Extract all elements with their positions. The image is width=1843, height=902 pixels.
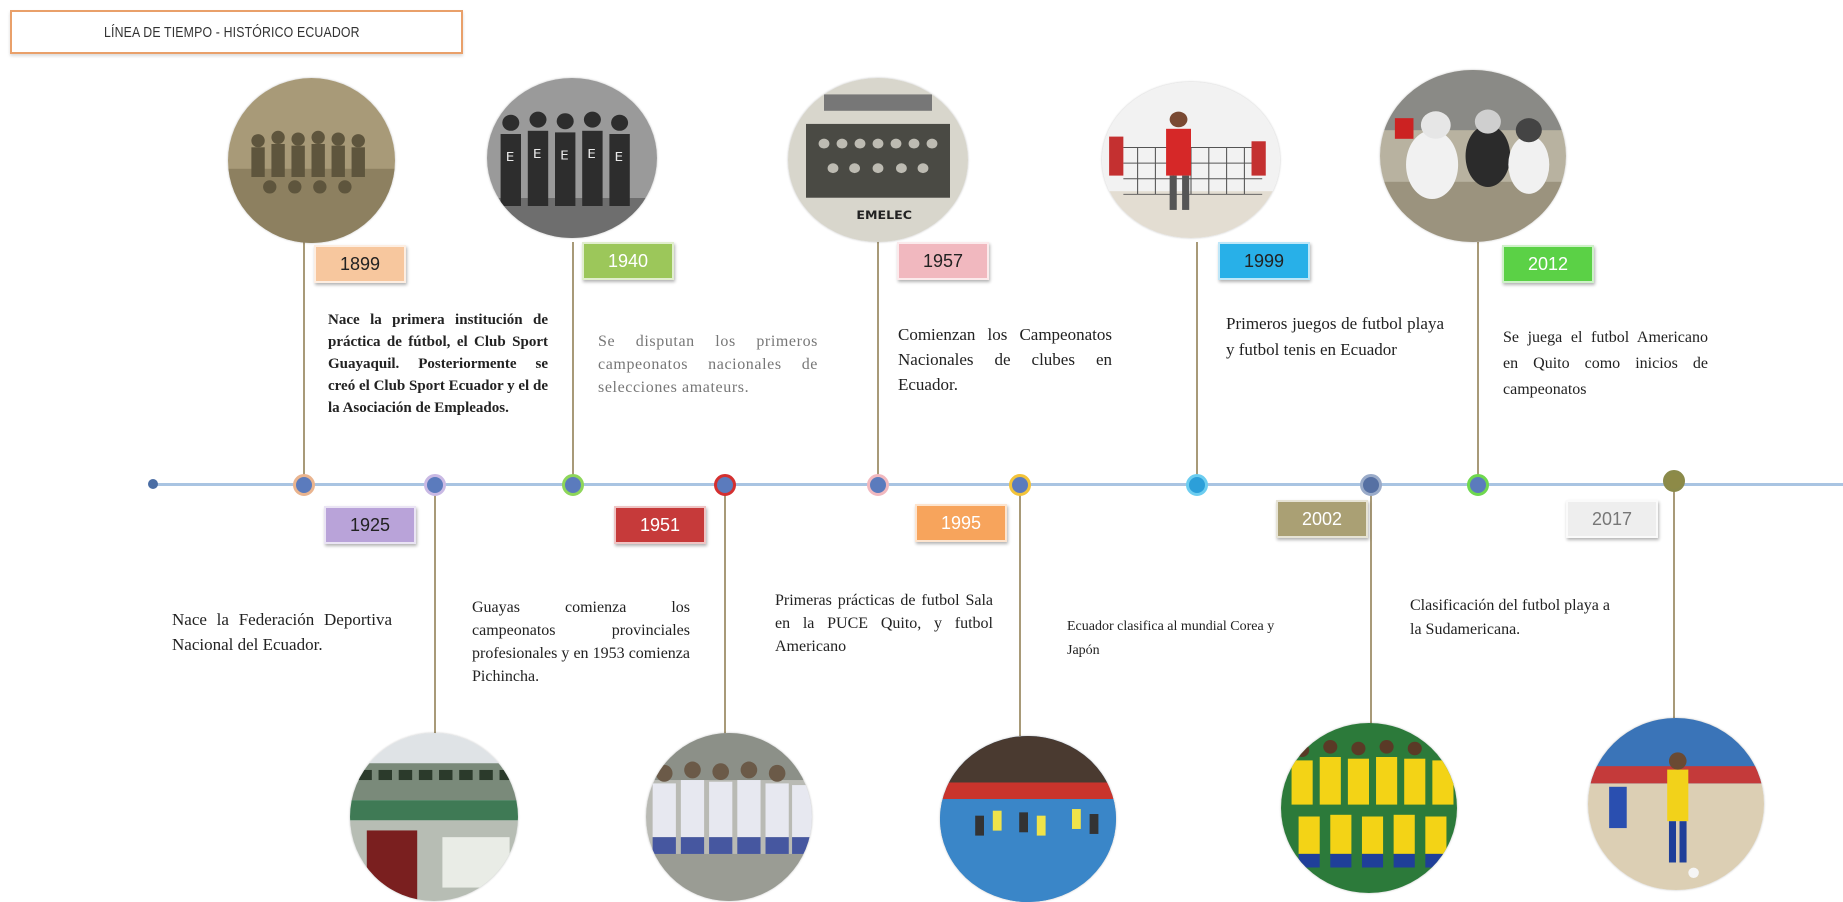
world-cup-team-photo — [1281, 723, 1457, 893]
event-text-2002: Ecuador clasifica al mundial Corea y Jap… — [1067, 619, 1275, 658]
stem-2012 — [1477, 242, 1479, 482]
year-label-1999: 1999 — [1218, 242, 1310, 280]
node-2017 — [1663, 470, 1685, 492]
footvolley-photo — [1102, 82, 1280, 238]
timeline-axis — [150, 483, 1843, 486]
event-text-2017: Clasificación del futbol playa a la Suda… — [1410, 597, 1610, 638]
stadium-building-photo — [350, 733, 518, 901]
stem-1940 — [572, 242, 574, 482]
node-2002 — [1360, 474, 1382, 496]
stem-1995 — [1019, 488, 1021, 736]
svg-text:E: E — [615, 151, 624, 166]
stem-2002 — [1370, 488, 1372, 728]
american-football-photo — [1380, 70, 1566, 242]
event-text-1951: Guayas comienza los campeonatos provinci… — [472, 599, 690, 685]
node-1925 — [424, 474, 446, 496]
event-text-1925: Nace la Federación Deportiva Nacional de… — [172, 610, 392, 654]
stem-1951 — [724, 488, 726, 736]
svg-text:E: E — [533, 147, 542, 162]
event-text-1995: Primeras prácticas de futbol Sala en la … — [775, 592, 993, 655]
emelec-newspaper-photo: EMELEC — [788, 78, 968, 242]
stem-1957 — [877, 242, 879, 482]
year-label-1940: 1940 — [582, 242, 674, 280]
year-label-1957: 1957 — [897, 242, 989, 280]
node-1999 — [1186, 474, 1208, 496]
event-text-1940: Se disputan los primeros campeonatos nac… — [598, 333, 818, 396]
svg-text:E: E — [506, 151, 515, 166]
vintage-squad-photo — [646, 733, 812, 901]
year-label-1995: 1995 — [915, 504, 1007, 542]
node-1995 — [1009, 474, 1031, 496]
stem-1899 — [303, 242, 305, 482]
stem-2017 — [1673, 488, 1675, 724]
event-text-1957: Comienzan los Campeonatos Nacionales de … — [898, 325, 1112, 394]
vintage-team-photo — [228, 78, 395, 243]
beach-soccer-photo — [1588, 718, 1764, 890]
year-label-2012: 2012 — [1502, 245, 1594, 283]
year-label-1899: 1899 — [314, 245, 406, 283]
node-1899 — [293, 474, 315, 496]
event-text-1999: Primeros juegos de futbol playa y futbol… — [1226, 314, 1444, 359]
futsal-match-photo — [940, 736, 1116, 902]
svg-text:EMELEC: EMELEC — [856, 209, 912, 222]
node-1940 — [562, 474, 584, 496]
timeline-title: LÍNEA DE TIEMPO - HISTÓRICO ECUADOR — [104, 24, 360, 41]
node-1951 — [714, 474, 736, 496]
year-label-2002: 2002 — [1276, 500, 1368, 538]
year-label-2017: 2017 — [1566, 500, 1658, 538]
stem-1925 — [434, 488, 436, 736]
node-2012 — [1467, 474, 1489, 496]
node-1957 — [867, 474, 889, 496]
title-box: LÍNEA DE TIEMPO - HISTÓRICO ECUADOR — [10, 10, 463, 54]
svg-text:E: E — [587, 147, 596, 162]
event-text-1899: Nace la primera institución de práctica … — [328, 312, 548, 416]
year-label-1951: 1951 — [614, 506, 706, 544]
year-label-1925: 1925 — [324, 506, 416, 544]
stem-1999 — [1196, 242, 1198, 482]
timeline-start-dot — [148, 479, 158, 489]
event-text-2012: Se juega el futbol Americano en Quito co… — [1503, 329, 1708, 398]
svg-text:E: E — [560, 149, 569, 164]
